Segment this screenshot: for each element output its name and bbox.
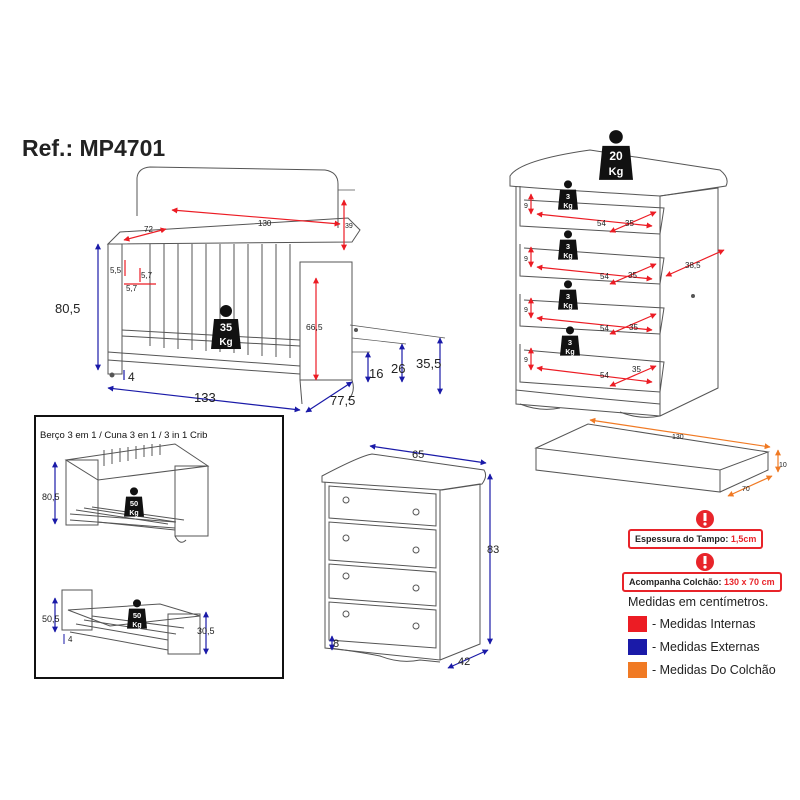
inset-sofa-weight-unit: Kg <box>129 510 138 517</box>
dresser-open-labels: 9 54 35 9 54 35 9 54 35 9 54 35 38,5 <box>524 203 701 380</box>
dresser-side-depth: 38,5 <box>685 261 701 270</box>
inset-sofa-weight-badge: 50 Kg <box>124 487 144 517</box>
inset-sofa-height-label: 80,5 <box>42 492 60 502</box>
mattress-dimensions <box>589 417 781 497</box>
drawer-2-depth: 35 <box>628 271 637 280</box>
crib-drawer-label: 16 <box>369 366 383 381</box>
crib-weight-badge: 35 Kg <box>211 305 241 349</box>
mattress-height-label: 10 <box>779 462 787 469</box>
crib-outer-length-label: 133 <box>194 390 216 405</box>
drawer-4-depth: 35 <box>632 365 641 374</box>
drawer-4-weight-unit: Kg <box>565 349 574 356</box>
legend-swatch-external <box>628 638 647 655</box>
warning-2-label: Acompanha Colchão: <box>629 577 722 587</box>
legend-swatch-mattress <box>628 661 647 678</box>
dresser-open-dimensions <box>528 193 725 387</box>
crib-height-label: 80,5 <box>55 301 80 316</box>
crib-width-label: 72 <box>144 225 153 234</box>
dresser-top-weight-unit: Kg <box>609 166 624 178</box>
dresser-foot-label: 8 <box>333 638 339 650</box>
crib-weight-value: 35 <box>220 322 232 334</box>
drawer-2-height: 9 <box>524 256 528 263</box>
drawer-1-height: 9 <box>524 203 528 210</box>
crib-slat-a-label: 5,5 <box>110 266 122 275</box>
crib-length-label: 130 <box>258 219 272 228</box>
crib-leader-lines <box>338 189 446 353</box>
legend-title: Medidas em centímetros. <box>628 595 769 609</box>
drawer-1-weight-value: 3 <box>566 192 570 201</box>
drawer-4-weight-value: 3 <box>568 338 572 347</box>
legend-item-internal: - Medidas Internas <box>628 615 776 632</box>
inset-bed-base-label: 4 <box>68 635 73 644</box>
warning-1-value: 1,5cm <box>730 534 757 544</box>
inset-bed-weight-value: 50 <box>133 611 141 620</box>
legend-swatch-internal <box>628 615 647 632</box>
drawer-2-width: 54 <box>600 272 609 281</box>
dresser-closed-dimensions <box>329 443 493 669</box>
warning-icon-2 <box>696 553 714 571</box>
inset-frame <box>34 415 284 679</box>
dresser-top-weight-badge: 20 Kg <box>599 130 633 180</box>
crib-drawing <box>106 166 361 405</box>
drawer-3-weight-unit: Kg <box>563 303 572 310</box>
warning-2-value: 130 x 70 cm <box>724 577 775 587</box>
dresser-height-label: 83 <box>487 544 499 556</box>
drawer-4-height: 9 <box>524 357 528 364</box>
legend-label-external: - Medidas Externas <box>652 639 760 654</box>
crib-headboard-label: 39 <box>345 223 353 230</box>
drawer-2-weight-unit: Kg <box>563 253 572 260</box>
crib-labels: 130 72 39 66,5 5,5 5,7 5,7 80,5 4 133 77… <box>55 219 441 408</box>
drawer-1-weight-badge: 3 Kg <box>558 180 578 210</box>
legend-label-internal: - Medidas Internas <box>652 616 756 631</box>
legend-label-mattress: - Medidas Do Colchão <box>652 662 776 677</box>
crib-internal-dimensions <box>123 199 347 381</box>
warning-1-label: Espessura do Tampo: <box>635 534 729 544</box>
inset-sofa-weight-value: 50 <box>130 499 138 508</box>
dresser-width-label: 65 <box>412 449 424 461</box>
inset-bed-weight-unit: Kg <box>132 622 141 629</box>
dresser-closed-labels: 65 83 42 8 <box>333 449 499 668</box>
drawer-3-height: 9 <box>524 307 528 314</box>
legend: Medidas em centímetros. - Medidas Intern… <box>628 595 776 678</box>
crib-rail-height-label: 35,5 <box>416 356 441 371</box>
drawer-3-width: 54 <box>600 324 609 333</box>
dresser-open-drawing <box>509 149 728 418</box>
warning-icon-1 <box>696 510 714 528</box>
reference-title: Ref.: MP4701 <box>22 135 166 161</box>
crib-base-label: 4 <box>128 370 135 384</box>
drawer-4-width: 54 <box>600 371 609 380</box>
drawer-4-weight-badge: 3 Kg <box>560 326 580 356</box>
dresser-depth-label: 42 <box>458 656 470 668</box>
warning-tabletop-thickness: Espessura do Tampo: 1,5cm <box>628 529 764 549</box>
drawer-3-weight-badge: 3 Kg <box>558 280 578 310</box>
crib-depth-label: 77,5 <box>330 393 355 408</box>
drawer-2-weight-badge: 3 Kg <box>558 230 578 260</box>
drawer-3-weight-value: 3 <box>566 292 570 301</box>
legend-item-mattress: - Medidas Do Colchão <box>628 661 776 678</box>
inset-title: Berço 3 em 1 / Cuna 3 en 1 / 3 in 1 Crib <box>40 430 208 441</box>
mattress-drawing <box>534 423 770 493</box>
drawer-1-weight-unit: Kg <box>563 203 572 210</box>
crib-inner-height-label: 66,5 <box>306 322 323 332</box>
inset-bed-weight-badge: 50 Kg <box>127 599 147 629</box>
drawer-1-width: 54 <box>597 219 606 228</box>
mattress-labels: 130 10 70 <box>672 434 787 493</box>
drawer-3-depth: 35 <box>629 323 638 332</box>
crib-bed-height-label: 26 <box>391 361 405 376</box>
mattress-length-label: 130 <box>672 434 684 441</box>
crib-weight-unit: Kg <box>219 337 232 348</box>
mattress-width-label: 70 <box>742 486 750 493</box>
inset-bed-right-label: 30,5 <box>197 626 215 636</box>
drawer-1-depth: 35 <box>625 219 634 228</box>
crib-slat-b-label: 5,7 <box>141 271 153 280</box>
legend-item-external: - Medidas Externas <box>628 638 776 655</box>
dresser-top-weight-value: 20 <box>609 149 623 163</box>
crib-external-dimensions <box>95 243 443 413</box>
inset-bed-left-label: 50,5 <box>42 614 60 624</box>
crib-slat-c-label: 5,7 <box>126 284 138 293</box>
dresser-closed-drawing <box>321 453 487 663</box>
warning-mattress-included: Acompanha Colchão: 130 x 70 cm <box>622 572 782 592</box>
drawer-2-weight-value: 3 <box>566 242 570 251</box>
